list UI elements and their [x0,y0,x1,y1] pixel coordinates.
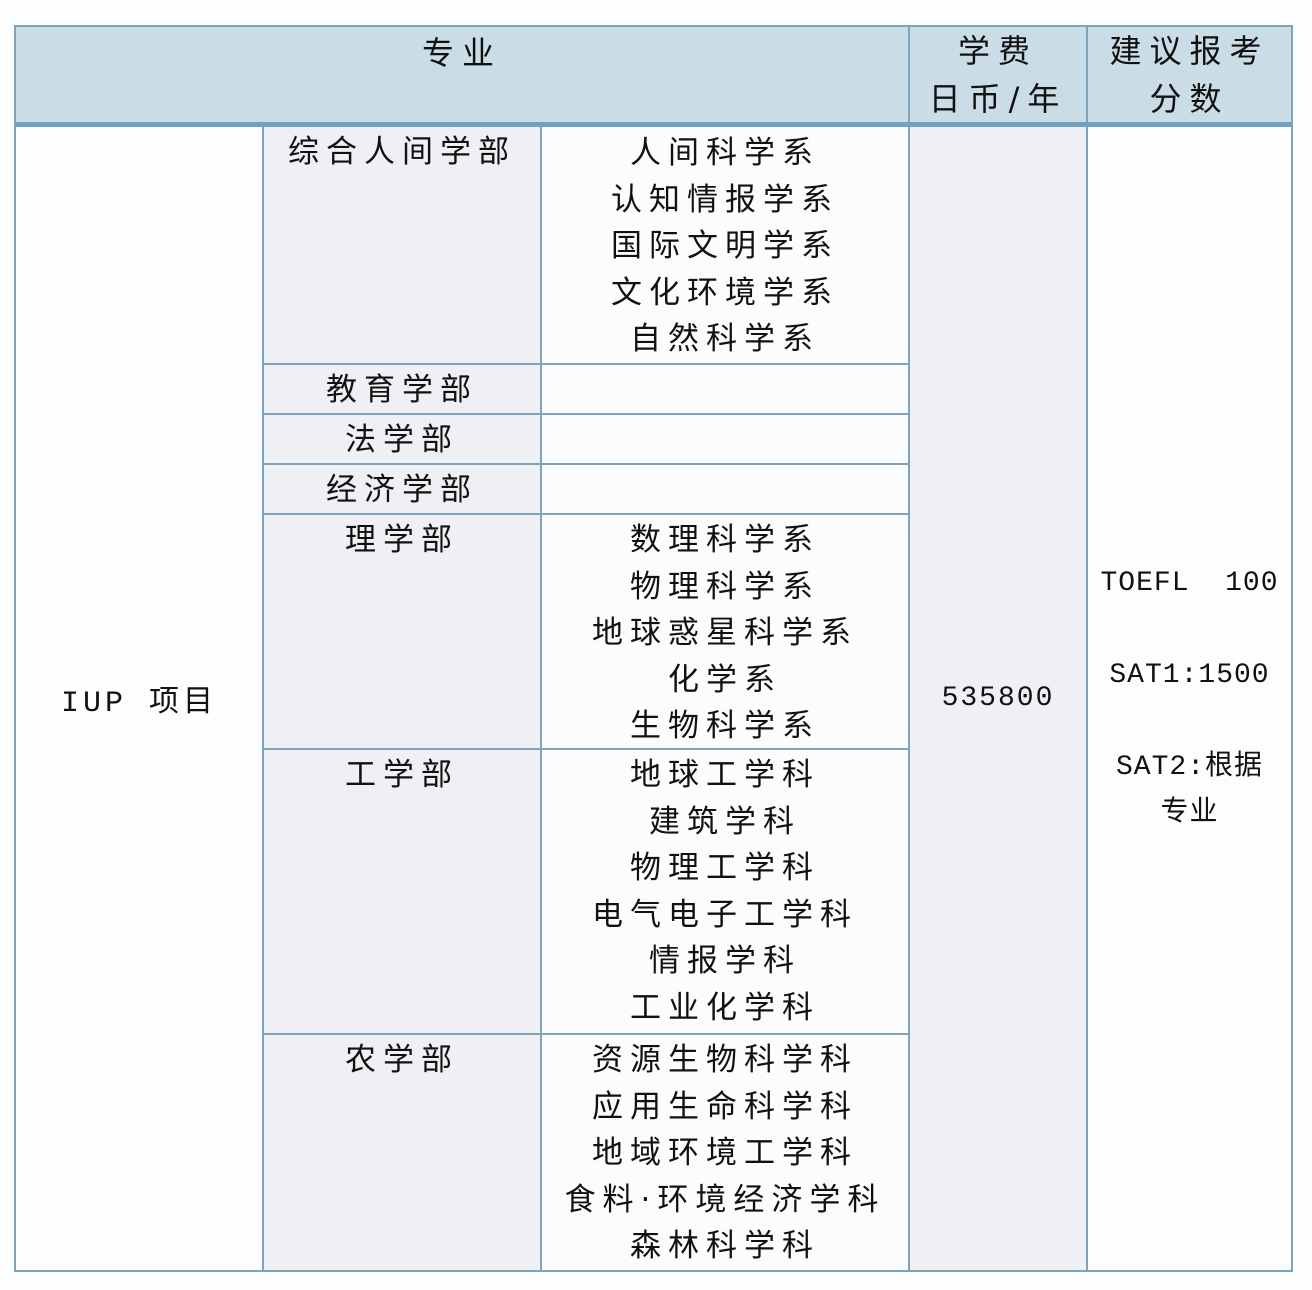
department-item: 化学系 [668,661,782,698]
department-item: 物理科学系 [630,568,820,605]
department-cell: 数理科学系 物理科学系 地球惑星科学系 化学系 生物科学系 [542,515,910,750]
header-major: 专业 [16,27,910,122]
department-item: 地球工学科 [630,757,820,793]
department-item: 森林科学科 [630,1228,820,1264]
faculty-name: 农学部 [345,1042,459,1078]
program-label: IUP 项目 [60,687,217,721]
department-item: 文化环境学系 [611,274,839,311]
faculty-name: 教育学部 [326,372,478,408]
score-sat2-line1: SAT2:根据 [1115,751,1263,783]
header-separator [16,122,1291,127]
faculty-cell: 综合人间学部 [264,127,542,365]
faculty-cell: 理学部 [264,515,542,750]
faculty-cell: 法学部 [264,415,542,465]
faculty-name: 经济学部 [326,472,478,508]
department-item: 食料·环境经济学科 [564,1181,886,1218]
faculty-cell: 经济学部 [264,465,542,515]
program-cell: IUP 项目 [16,127,264,1270]
header-major-label: 专业 [421,34,502,72]
score-sat2-line2: 专业 [1160,797,1219,829]
department-item: 物理工学科 [630,850,820,886]
department-item: 数理科学系 [630,522,820,558]
department-cell-empty [542,465,910,515]
header-score: 建议报考 分数 [1088,27,1291,122]
department-item: 情报学科 [649,943,801,979]
score-toefl: TOEFL 100 [1100,567,1279,599]
department-item: 应用生命科学科 [592,1088,858,1125]
department-item: 地球惑星科学系 [592,615,858,651]
department-item: 工业化学科 [630,989,820,1026]
faculty-name: 法学部 [345,422,459,458]
majors-tuition-table: 专业 学费 日币/年 建议报考 分数 IUP 项目 综合人间学部 人间科学系 认… [14,25,1293,1272]
department-item: 人间科学系 [630,135,820,171]
faculty-name: 理学部 [345,522,459,558]
header-score-line2: 分数 [1149,80,1230,118]
department-cell: 地球工学科 建筑学科 物理工学科 电气电子工学科 情报学科 工业化学科 [542,750,910,1035]
department-cell: 资源生物科学科 应用生命科学科 地域环境工学科 食料·环境经济学科 森林科学科 [542,1035,910,1270]
department-item: 认知情报学系 [611,181,839,218]
department-item: 生物科学系 [630,708,820,744]
score-sat1: SAT1:1500 [1109,659,1270,691]
department-cell: 人间科学系 认知情报学系 国际文明学系 文化环境学系 自然科学系 [542,127,910,365]
header-tuition-line1: 学费 [957,32,1038,70]
score-cell: TOEFL 100 SAT1:1500 SAT2:根据 专业 [1088,127,1291,1270]
tuition-cell: 535800 [910,127,1088,1270]
department-cell-empty [542,415,910,465]
department-cell-empty [542,365,910,415]
faculty-cell: 农学部 [264,1035,542,1270]
faculty-name: 综合人间学部 [288,134,516,170]
department-item: 国际文明学系 [611,228,839,264]
faculty-cell: 工学部 [264,750,542,1035]
department-item: 自然科学系 [630,321,820,357]
tuition-value: 535800 [941,683,1055,714]
faculty-name: 工学部 [345,757,459,793]
header-tuition-line2: 日币/年 [928,80,1068,118]
header-score-line1: 建议报考 [1109,32,1270,70]
department-item: 电气电子工学科 [592,896,858,933]
department-item: 地域环境工学科 [592,1135,858,1171]
faculty-cell: 教育学部 [264,365,542,415]
department-item: 建筑学科 [649,803,801,840]
header-tuition: 学费 日币/年 [910,27,1088,122]
department-item: 资源生物科学科 [592,1042,858,1078]
